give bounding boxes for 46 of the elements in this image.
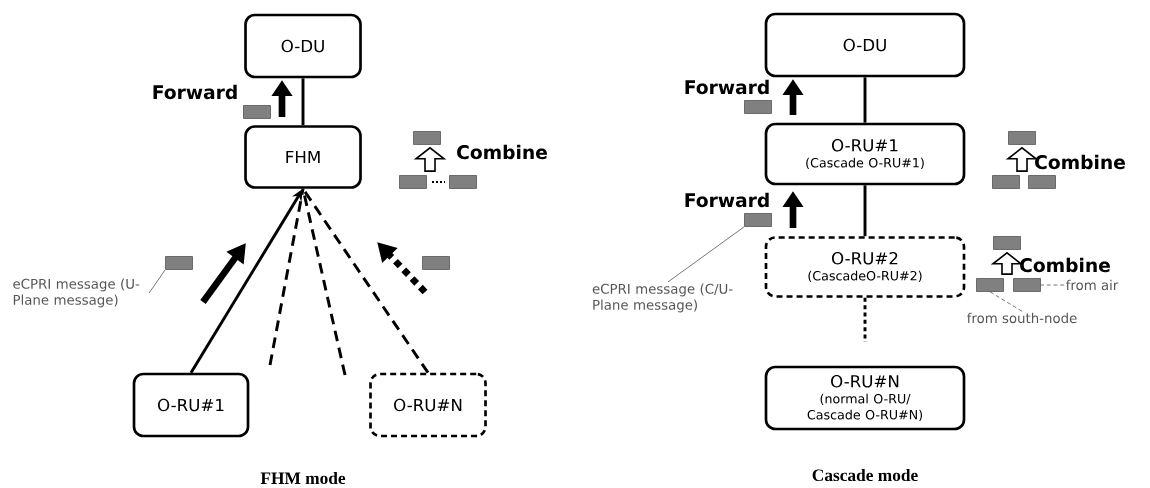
unit-box: O-RU#1 (Cascade O-RU#1) (764, 122, 966, 186)
action-label: Forward (685, 79, 769, 95)
message-block (413, 131, 441, 145)
combine-arrow (1005, 146, 1039, 172)
message-block (992, 175, 1020, 189)
message-block (422, 256, 450, 270)
link-line (301, 78, 305, 126)
panel-caption: FHM mode (260, 471, 346, 485)
panel-caption: Cascade mode (812, 468, 918, 482)
unit-box: O-RU#1 (132, 372, 250, 438)
annotation-text: eCPRI message (U-Plane message) (13, 278, 140, 308)
combine-arrow (413, 146, 447, 172)
message-block (399, 175, 427, 189)
action-label: Combine (457, 144, 547, 160)
unit-box: O-DU (244, 13, 362, 79)
action-label: Combine (1035, 154, 1125, 170)
annotation-text: from south-node (967, 312, 1077, 324)
unit-box: O-RU#N (normal O-RU/ Cascade O-RU#N) (764, 365, 966, 431)
unit-box: O-DU (764, 12, 966, 78)
message-block (1028, 175, 1056, 189)
unit-box: FHM (244, 125, 362, 189)
leader-line (667, 226, 745, 283)
annotation-text: eCPRI message (C/U-Plane message) (592, 283, 733, 313)
leader-line (148, 269, 166, 294)
message-block (165, 256, 193, 270)
message-block (993, 236, 1021, 250)
action-label: Combine (1020, 257, 1110, 273)
message-block (1008, 131, 1036, 145)
combine-arrow (990, 251, 1024, 275)
link-line (301, 188, 430, 374)
link-line (863, 77, 867, 123)
action-label: Forward (685, 192, 769, 208)
message-block (1013, 278, 1041, 292)
link-line (863, 185, 867, 237)
unit-box: O-RU#2 (CascadeO-RU#2) (764, 236, 966, 298)
message-block (744, 100, 772, 114)
link-line (268, 188, 305, 366)
leader-line (1040, 284, 1065, 286)
action-label: Forward (153, 84, 237, 100)
annotation-text: from air (1066, 279, 1119, 291)
message-block (744, 213, 772, 227)
message-block (976, 278, 1004, 292)
leader-line (989, 291, 1023, 312)
message-block (243, 105, 271, 119)
unit-box: O-RU#N (369, 372, 487, 438)
message-block (449, 175, 477, 189)
